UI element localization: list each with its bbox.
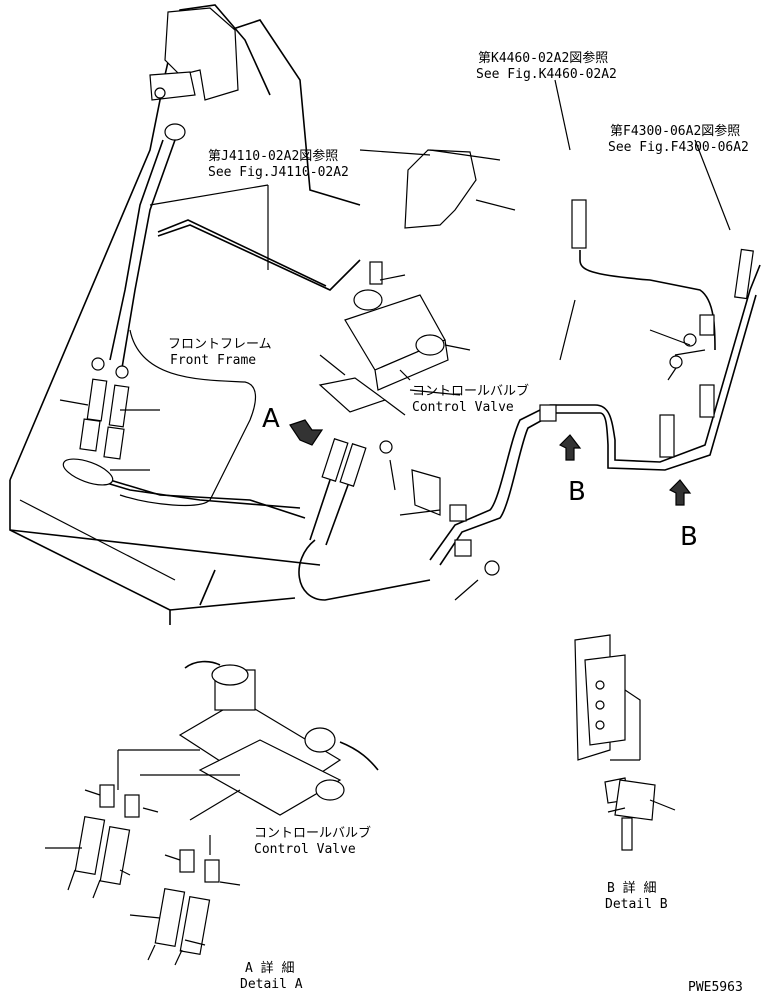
detail-b-drawing: [574, 634, 676, 851]
left-hose-fittings: [59, 87, 186, 486]
front-frame-jp-label: フロントフレーム: [168, 337, 272, 352]
detail-b-jp-label: B 詳 細: [607, 880, 656, 896]
front-frame-body: [9, 4, 516, 625]
ref-j4110-en-label: See Fig.J4110-02A2: [208, 165, 349, 180]
ref-k4460-en-label: See Fig.K4460-02A2: [476, 67, 617, 82]
leader-lines: [149, 79, 731, 396]
view-b-marker-2: B: [680, 522, 698, 552]
ref-f4300-jp-label: 第F4300-06A2図参照: [610, 123, 740, 139]
detail-a-jp-label: A 詳 細: [245, 960, 294, 976]
control-valve-en-label: Control Valve: [412, 400, 514, 415]
detail-a-drawing: [45, 660, 379, 966]
view-arrows: [289, 419, 692, 506]
right-pipes: [429, 199, 761, 601]
front-frame-en-label: Front Frame: [170, 353, 256, 368]
control-valve2-jp-label: コントロールバルブ: [254, 825, 371, 841]
control-valve-main: [309, 261, 471, 546]
ref-j4110-jp-label: 第J4110-02A2図参照: [208, 148, 338, 164]
ref-k4460-jp-label: 第K4460-02A2図参照: [478, 50, 608, 66]
detail-b-en-label: Detail B: [605, 897, 668, 912]
control-valve-jp-label: コントロールバルブ: [412, 383, 529, 399]
view-b-marker-1: B: [568, 477, 586, 507]
control-valve2-en-label: Control Valve: [254, 842, 356, 857]
drawing-number: PWE5963: [688, 980, 743, 995]
view-a-marker: A: [262, 404, 280, 434]
detail-a-en-label: Detail A: [240, 977, 303, 992]
frame-inner-outline: [119, 329, 256, 507]
ref-f4300-en-label: See Fig.F4300-06A2: [608, 140, 749, 155]
